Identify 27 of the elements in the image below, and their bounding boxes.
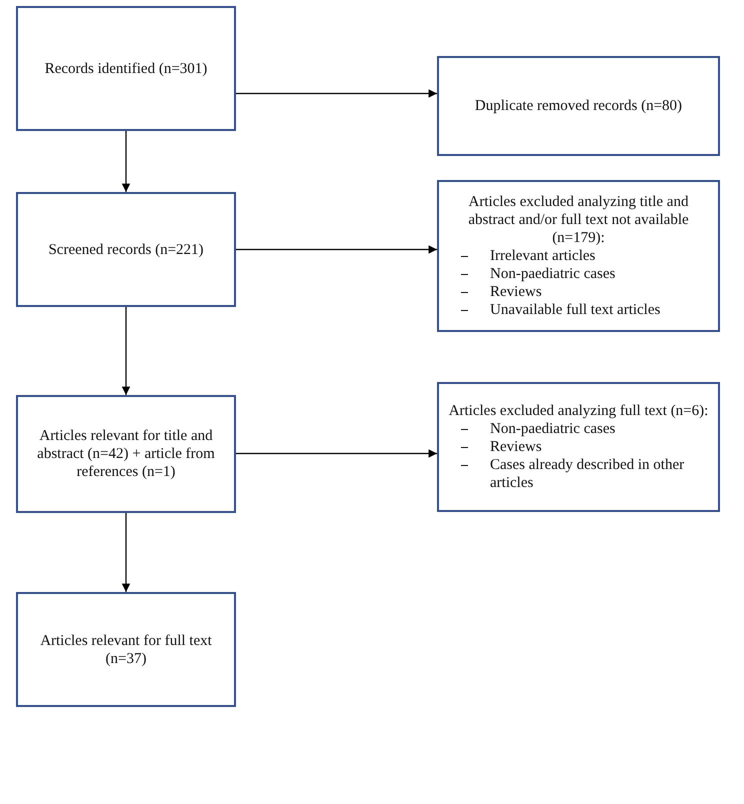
- box-text: Articles relevant for title and abstract (n=42) + article from references (n=1): [36, 427, 216, 481]
- box-text: Articles excluded analyzing title and abstract and/or full text not available (n=179):: [467, 193, 690, 247]
- process-box: [16, 592, 236, 707]
- list-item: Unavailable full text articles: [490, 301, 660, 319]
- arrow: [122, 513, 130, 592]
- list-item: Non-paediatric cases: [490, 265, 616, 283]
- box-text: Articles relevant for full text (n=37): [39, 632, 213, 668]
- arrow: [236, 89, 437, 98]
- process-box: [16, 6, 236, 131]
- box-text: Duplicate removed records (n=80): [474, 97, 684, 115]
- arrow: [236, 449, 437, 458]
- list-item: Cases already described in other articles: [490, 456, 686, 492]
- box-text: Screened records (n=221): [47, 240, 205, 258]
- process-box: [437, 56, 720, 156]
- list-item: Non-paediatric cases: [490, 420, 616, 438]
- list-item: Irrelevant articles: [490, 247, 596, 265]
- box-text: Articles excluded analyzing full text (n=6):: [448, 402, 710, 420]
- exclusion-box: [437, 180, 720, 332]
- arrow: [236, 245, 437, 254]
- process-box: [16, 192, 236, 307]
- box-text: Records identified (n=301): [44, 60, 208, 78]
- process-box: [16, 395, 236, 513]
- arrow: [122, 307, 130, 395]
- arrow: [122, 131, 130, 192]
- exclusion-box: [437, 382, 720, 512]
- list-item: Reviews: [490, 438, 542, 456]
- list-item: Reviews: [490, 283, 542, 301]
